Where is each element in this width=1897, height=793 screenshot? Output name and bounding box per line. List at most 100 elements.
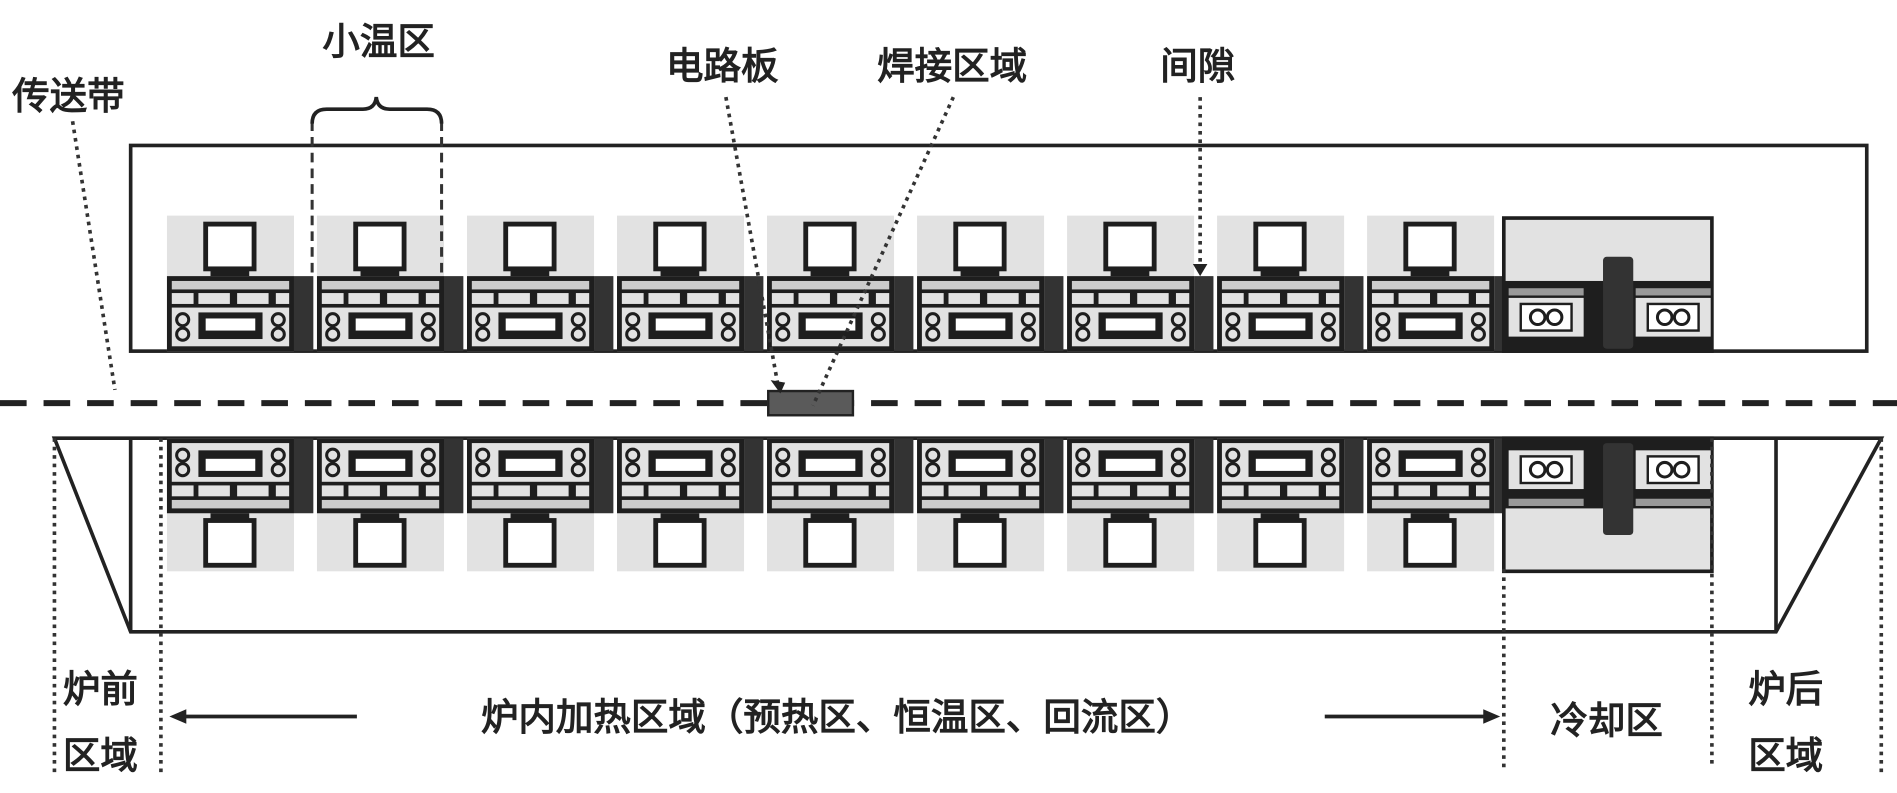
roller-icon [175,447,191,463]
monitor-stand [510,268,550,277]
heater-slot [1437,293,1469,304]
heater-slot [948,293,980,304]
monitor-stand [810,268,850,277]
roller-icon [720,462,736,478]
heater-slot [387,293,419,304]
heater-coil-strip [471,499,590,509]
cooling-divider [1603,256,1634,349]
heater-slot [771,485,794,497]
roller-icon [1375,326,1391,342]
roller-icon [925,447,941,463]
fan-icon [1655,308,1674,327]
roller-icon [570,462,586,478]
small-temperature-zone [767,215,914,572]
gap-arrow-head [1192,264,1208,277]
monitor-icon [803,221,857,272]
heater-slot [1221,485,1244,497]
cooling-label: 冷却区 [1550,698,1663,742]
roller-icon [1470,326,1486,342]
fan-icon [1672,460,1691,479]
small-temperature-zone [316,215,464,572]
gap-separator [293,276,314,352]
heater-slot [321,293,344,304]
fan-grille [655,318,706,331]
heater-coil-strip [771,499,890,509]
roller-icon [325,326,341,342]
small-temperature-zone [166,215,314,572]
roller-icon [1225,326,1241,342]
roller-icon [475,462,491,478]
heater-slot [425,293,440,304]
heater-slot [498,293,530,304]
cooling-divider [1603,443,1634,536]
heater-slot [1371,485,1394,497]
small-zone-brace [310,96,444,124]
roller-icon [870,326,886,342]
circuit-board-label: 电路板 [666,44,779,88]
conveyor-label: 传送带 [11,74,125,118]
roller-icon [1225,447,1241,463]
heating-area-label: 炉内加热区域（预热区、恒温区、回流区） [481,695,1194,739]
hatched-plate [1508,288,1584,296]
heater-slot [425,485,440,497]
roller-icon [1320,326,1336,342]
monitor-stand [960,513,1000,521]
heater-slot [471,485,494,497]
heater-slot [198,293,230,304]
fan-grille [1105,318,1156,331]
front-area-label-2: 区域 [63,734,138,778]
roller-icon [1375,462,1391,478]
monitor-stand [210,268,250,277]
heater-slot [621,293,644,304]
fan-icon [1545,308,1564,327]
gap-separator [1344,438,1364,514]
roller-icon [775,447,791,463]
fan-grille [355,318,406,331]
heater-slot [575,293,590,304]
gap-separator [1044,438,1064,514]
roller-icon [175,312,191,328]
heater-coil-strip [921,499,1040,509]
roller-icon [570,447,586,463]
small-temperature-zone [466,215,614,572]
gap-separator [444,276,464,352]
heater-slot [275,485,290,497]
roller-icon [1170,447,1186,463]
roller-icon [625,326,641,342]
roller-icon [1375,312,1391,328]
roller-icon [720,447,736,463]
roller-icon [625,447,641,463]
roller-icon [270,447,286,463]
monitor-icon [1253,221,1307,272]
monitor-stand [510,513,550,521]
monitor-stand [810,513,850,521]
roller-icon [1470,462,1486,478]
heater-slot [648,293,680,304]
roller-icon [420,312,436,328]
monitor-icon [1253,518,1307,568]
monitor-icon [1103,518,1157,568]
fan-grille [205,458,256,471]
heater-slot [875,485,890,497]
small-temperature-zone [1367,215,1514,572]
small-temperature-zone [1217,215,1364,572]
gap-separator [744,276,764,352]
fan-grille [955,318,1006,331]
gap-separator [1194,438,1214,514]
heater-coil-strip [621,499,740,509]
roller-icon [420,447,436,463]
monitor-icon [953,221,1007,272]
heater-slot [1175,293,1190,304]
heater-slot [1071,485,1094,497]
fan-grille [805,318,856,331]
heater-coil-strip [171,280,290,290]
monitor-icon [503,221,557,272]
heater-slot [987,485,1019,497]
roller-icon [925,312,941,328]
monitor-icon [653,518,707,568]
gap-label: 间隙 [1160,44,1235,88]
heater-slot [875,293,890,304]
monitor-stand [1110,268,1150,277]
front-area-label-1: 炉前 [63,667,138,711]
heater-coil-strip [321,280,440,290]
